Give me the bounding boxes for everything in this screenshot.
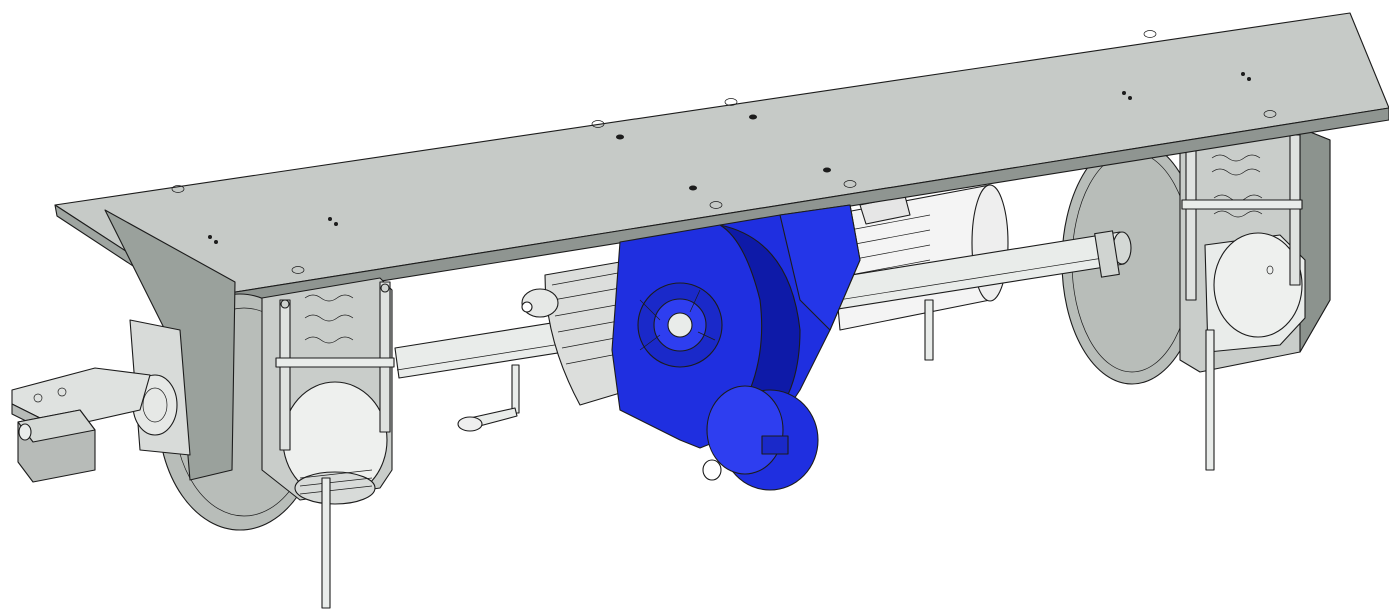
right-spring-coils xyxy=(1211,154,1263,218)
brake-unit xyxy=(521,261,631,406)
blue-gearbox xyxy=(611,204,861,491)
left-end-plate xyxy=(104,209,236,481)
right-cable xyxy=(1205,329,1215,471)
plate-holes xyxy=(171,30,1277,274)
hand-crank xyxy=(457,364,520,432)
right-drum-housing xyxy=(1179,127,1331,373)
left-rods xyxy=(275,281,395,451)
limit-switch-box xyxy=(17,409,96,483)
left-drum-housing xyxy=(261,277,393,505)
left-cable xyxy=(321,477,331,609)
